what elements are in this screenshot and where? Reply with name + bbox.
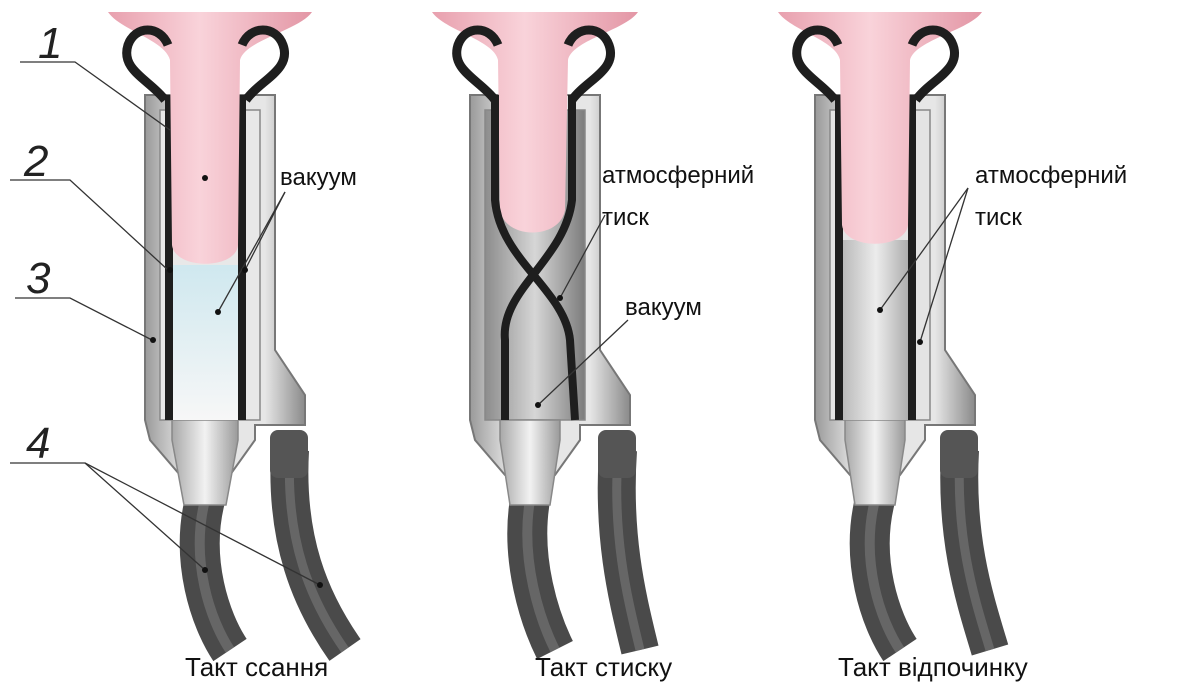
label-vacuum: вакуум [625, 294, 702, 321]
caption-rest: Такт відпочинку [838, 652, 1028, 682]
part-number-3: 3 [26, 254, 51, 303]
caption-compression: Такт стиску [535, 652, 672, 682]
fitting [172, 420, 238, 505]
panel-compression: атмосферний тиск вакуум Такт стиску [432, 12, 754, 682]
panel-rest: атмосферний тиск Такт відпочинку [778, 12, 1127, 682]
label-atmospheric: атмосферний [602, 162, 754, 189]
label-pressure: тиск [602, 204, 649, 231]
label-vacuum: вакуум [280, 164, 357, 191]
liner-head [457, 30, 498, 100]
fitting [500, 420, 560, 505]
label-atmospheric: атмосферний [975, 162, 1127, 189]
part-number-4: 4 [26, 419, 50, 468]
part-number-2: 2 [23, 137, 48, 186]
liner-head [127, 30, 168, 100]
fitting [845, 420, 905, 505]
caption-suction: Такт ссання [185, 652, 328, 682]
panel-suction: 1 2 3 4 вакуум Такт ссання [10, 12, 357, 682]
part-number-1: 1 [38, 19, 62, 68]
liner-head [797, 30, 838, 100]
label-pressure: тиск [975, 204, 1022, 231]
